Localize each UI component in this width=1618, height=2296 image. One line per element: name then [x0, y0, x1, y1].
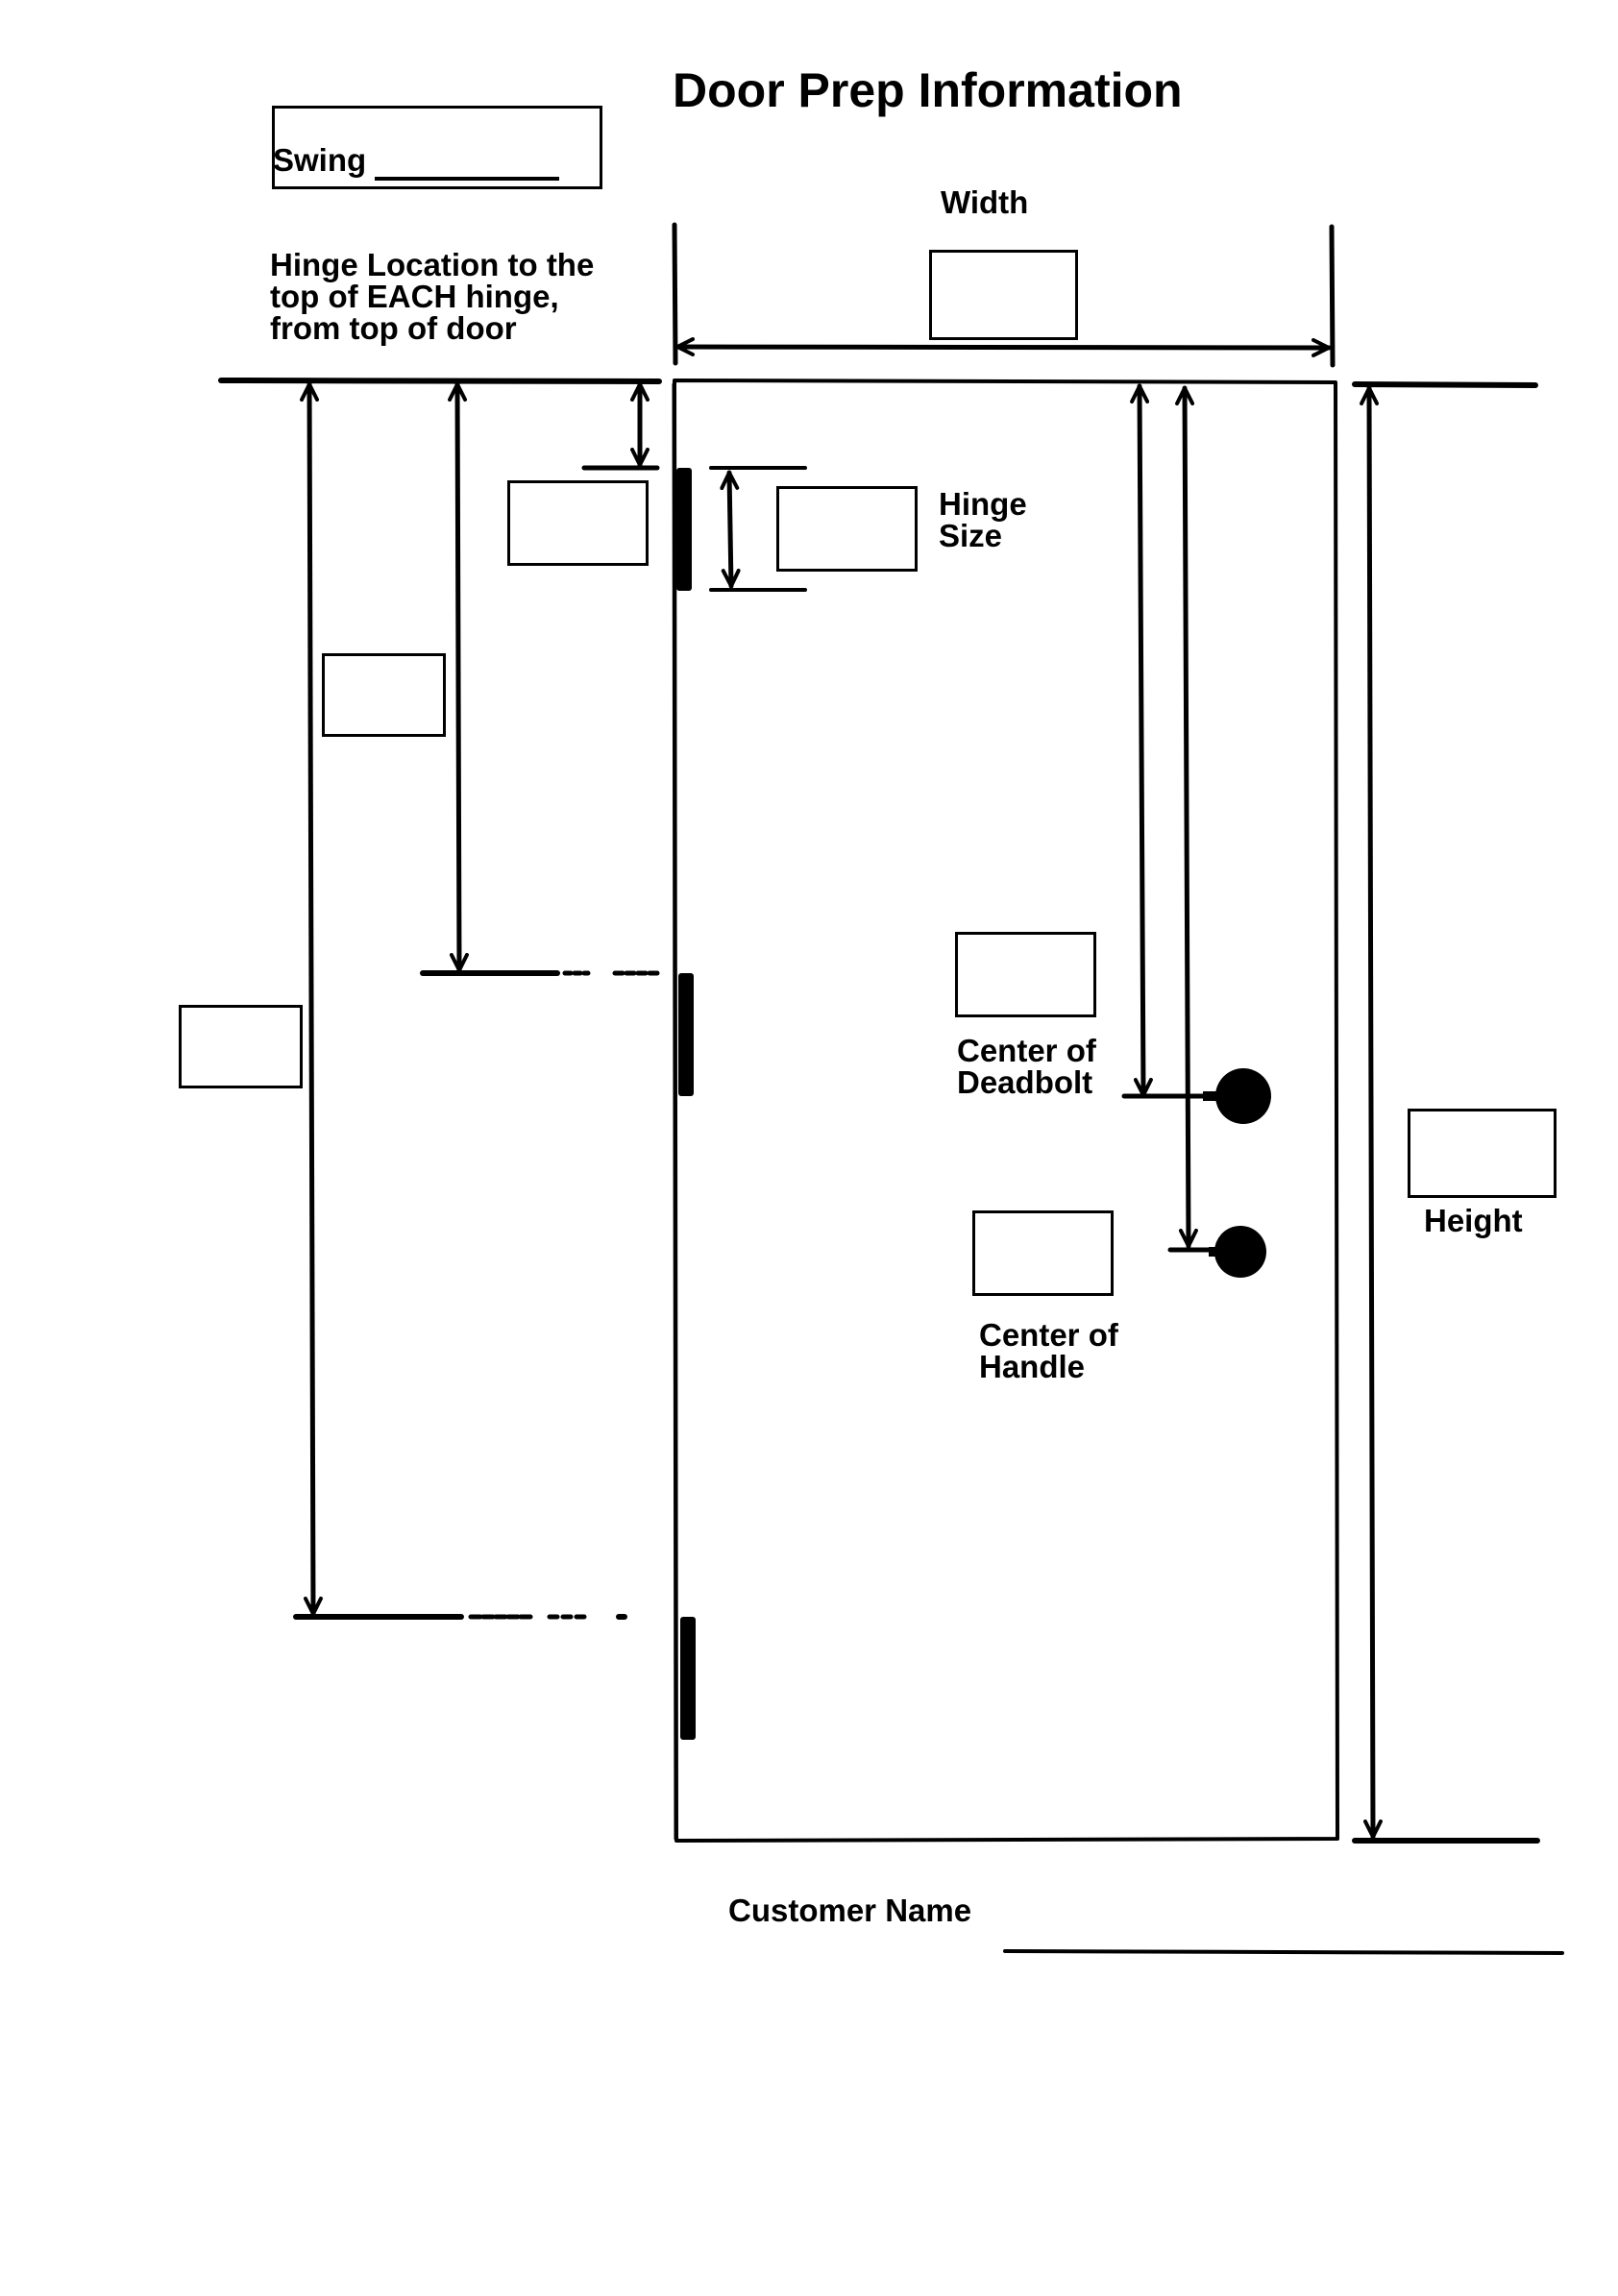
swing-blank-line[interactable]: [375, 177, 559, 181]
width-input-box[interactable]: [929, 250, 1078, 340]
hinge-top-location-box[interactable]: [507, 480, 649, 566]
deadbolt-icon: [1215, 1068, 1271, 1124]
hinge-middle: [678, 973, 694, 1096]
deadbolt-center-box[interactable]: [955, 932, 1096, 1017]
height-dimension-arrow: [1360, 385, 1383, 1840]
hinge-size-line: Hinge: [939, 486, 1027, 522]
hinge-location-line: Hinge Location to the: [270, 247, 595, 282]
top-reference-line-left: [218, 378, 662, 384]
swing-label: Swing: [273, 142, 367, 178]
swing-field-box[interactable]: [272, 106, 602, 189]
door-left-edge-accent: [672, 382, 677, 1841]
hinge-location-line: from top of door: [270, 310, 517, 346]
handle-stem: [1209, 1247, 1218, 1257]
handle-label-line: Center of: [979, 1317, 1118, 1353]
hinge-size-arrow: [720, 470, 741, 589]
width-extension-right: [1329, 224, 1336, 368]
deadbolt-label-line: Deadbolt: [957, 1064, 1093, 1100]
deadbolt-stem: [1203, 1091, 1216, 1101]
hinge-size-box[interactable]: [776, 486, 918, 572]
hinge-location-line: top of EACH hinge,: [270, 279, 559, 314]
handle-dimension-arrow: [1175, 385, 1198, 1249]
hinge-size-label: Hinge Size: [939, 488, 1027, 551]
hinge-location-arrow-bottom: [300, 381, 323, 1617]
handle-label-line: Handle: [979, 1349, 1086, 1384]
page-title: Door Prep Information: [673, 63, 1183, 117]
height-top-reference: [1352, 381, 1538, 388]
handle-center-label: Center of Handle: [979, 1319, 1118, 1382]
hinge-size-line: Size: [939, 518, 1003, 553]
customer-name-label: Customer Name: [728, 1893, 972, 1928]
hinge-middle-location-box[interactable]: [322, 653, 446, 737]
hinge-bottom-location-box[interactable]: [179, 1005, 303, 1088]
deadbolt-dimension-arrow: [1130, 383, 1153, 1098]
height-input-box[interactable]: [1408, 1109, 1557, 1198]
deadbolt-label-line: Center of: [957, 1033, 1096, 1068]
hinge-top: [676, 468, 692, 591]
hinge-location-arrow-middle: [448, 381, 469, 973]
height-label: Height: [1424, 1203, 1523, 1238]
width-extension-left: [672, 222, 678, 366]
handle-center-box[interactable]: [972, 1210, 1114, 1296]
handle-icon: [1214, 1226, 1266, 1278]
width-label: Width: [941, 184, 1029, 220]
hinge-bottom: [680, 1617, 696, 1740]
hinge-location-label: Hinge Location to the top of EACH hinge,…: [270, 249, 594, 344]
deadbolt-center-label: Center of Deadbolt: [957, 1035, 1096, 1098]
customer-name-line: [1003, 1949, 1564, 1955]
width-dimension-arrow: [674, 337, 1332, 357]
